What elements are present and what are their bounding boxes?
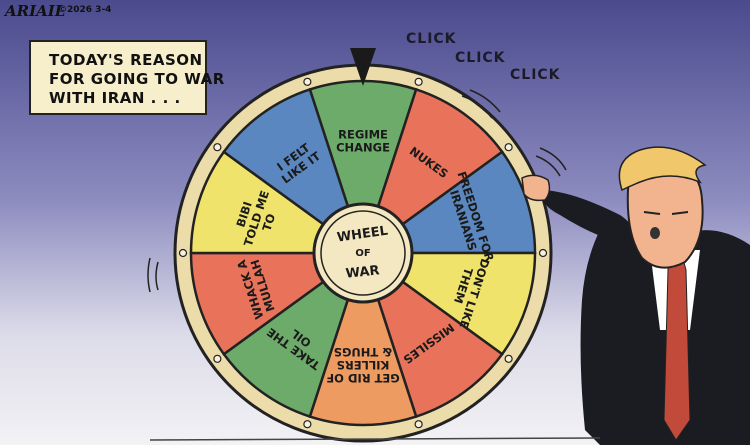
wheel-hub <box>312 202 414 304</box>
rim-peg <box>504 354 513 363</box>
rim-peg <box>213 354 222 363</box>
wheel-segment-label-line: TO <box>259 212 278 233</box>
eyes <box>643 211 689 215</box>
rim-peg <box>303 77 312 86</box>
motion-lines <box>147 89 567 293</box>
hair <box>618 146 707 192</box>
wheel-hub-inner-ring <box>320 210 406 296</box>
caption-line-2: FOR GOING TO WAR <box>49 70 225 88</box>
wheel-segment-label-line: REGIME <box>338 128 388 142</box>
wheel-segment-label-line: KILLERS <box>337 358 390 372</box>
hub-label-line-2: OF <box>355 248 370 259</box>
click-sound-1: CLICK <box>406 31 457 47</box>
man-figure <box>521 146 750 445</box>
artist-signature: ARIAIL <box>5 2 66 20</box>
hand <box>521 174 551 202</box>
caption-line-1: TODAY'S REASON <box>49 51 203 69</box>
rim-peg <box>303 420 312 429</box>
click-sound-2: CLICK <box>455 50 506 66</box>
hub-label-line-1: WHEEL <box>336 224 389 246</box>
rim-peg <box>538 248 548 258</box>
rim-peg <box>414 420 423 429</box>
hub-label-line-3: WAR <box>345 263 380 281</box>
click-sound-3: CLICK <box>510 67 561 83</box>
wheel-segment-6 <box>222 249 366 419</box>
caption-line-3: WITH IRAN . . . <box>49 89 181 107</box>
rim-peg <box>213 143 222 152</box>
tie <box>663 254 691 441</box>
suit-arm <box>540 190 635 245</box>
wheel-segment-label-line: & THUGS <box>334 345 393 359</box>
rim-peg <box>178 248 188 258</box>
copyright-date: ©2026 3-4 <box>58 5 112 15</box>
wheel-segment-label-5: GET RID OFKILLERS& THUGS <box>326 345 399 385</box>
wheel-segment-9 <box>222 87 366 257</box>
rim-peg <box>414 77 423 86</box>
caption-box: TODAY'S REASON FOR GOING TO WAR WITH IRA… <box>29 40 225 115</box>
wheel-segment-5 <box>308 248 418 427</box>
wheel-segment-1 <box>360 87 504 257</box>
rim-peg <box>504 143 513 152</box>
wheel-pointer <box>350 48 376 86</box>
wheel-segment-label-line: CHANGE <box>336 141 390 155</box>
floor-line <box>149 437 601 441</box>
wheel-segment-label-line: GET RID OF <box>326 371 399 385</box>
suit-body <box>580 230 750 445</box>
wheel-segment-4 <box>360 249 504 419</box>
mouth <box>650 227 660 239</box>
